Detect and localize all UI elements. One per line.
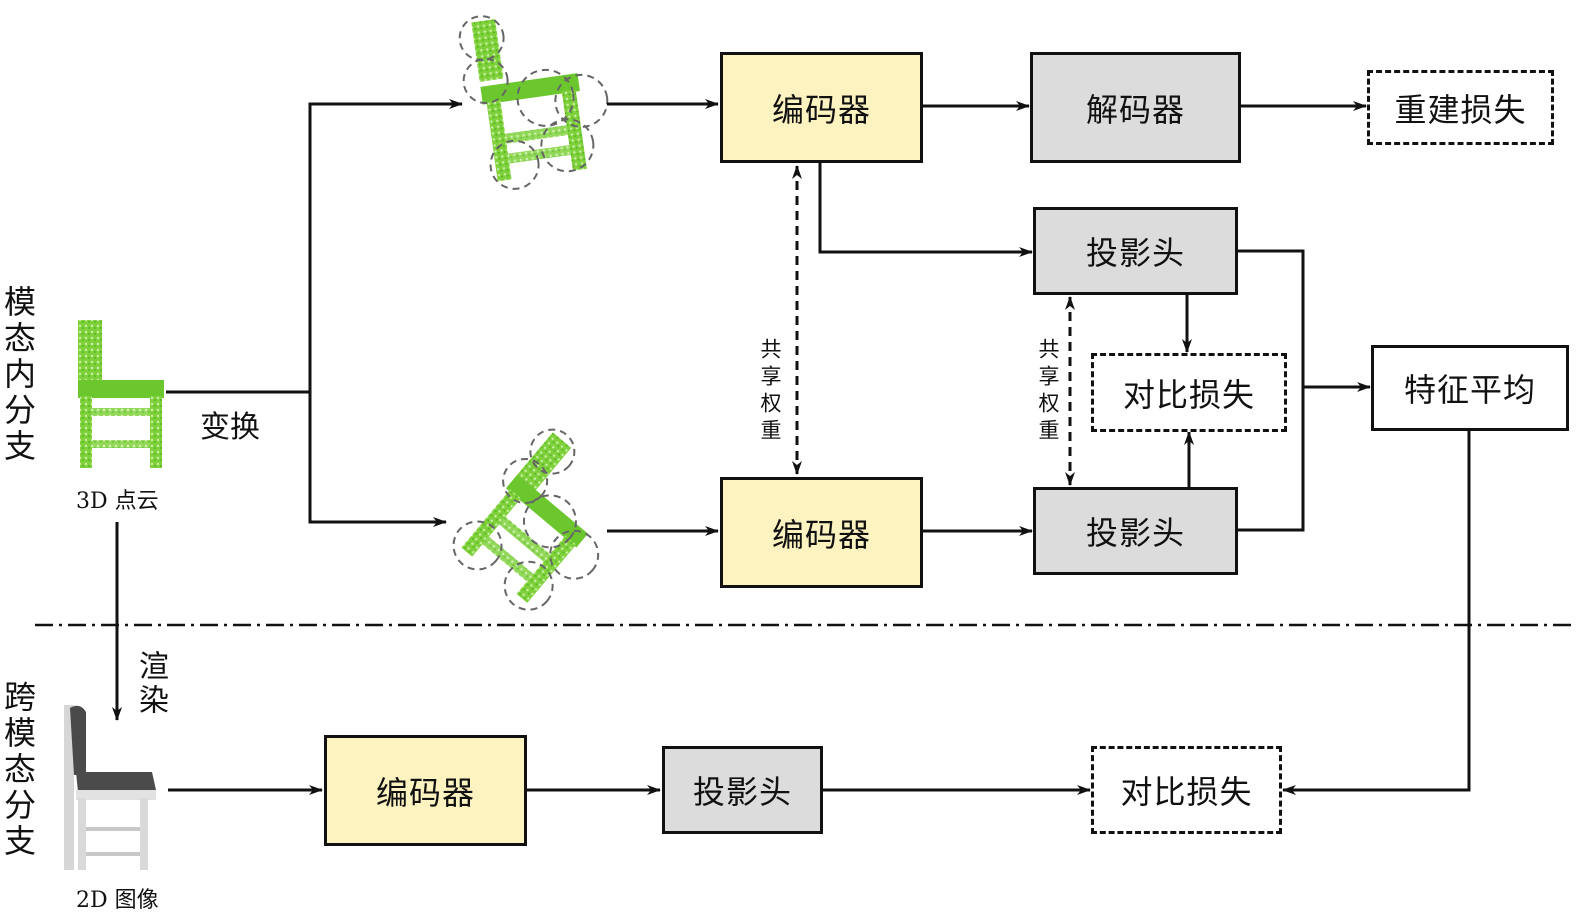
projection-head-top: 投影头	[1033, 207, 1238, 295]
edge-projection-top-bracket	[1237, 249, 1305, 532]
shared-weights-encoder-label: 共享权重	[758, 338, 782, 446]
augmented-point-cloud-top-icon	[458, 15, 609, 190]
augmented-point-cloud-bottom-icon	[452, 428, 600, 611]
image-caption: 2D 图像	[76, 888, 159, 913]
encoder-cross: 编码器	[324, 735, 527, 846]
reconstruction-loss: 重建损失	[1367, 70, 1554, 145]
edge-encoder-to-projection-top	[818, 162, 1033, 257]
contrastive-loss-intra: 对比损失	[1091, 353, 1287, 432]
point-cloud-chair-icon	[78, 320, 164, 468]
projection-head-cross: 投影头	[662, 746, 823, 834]
shared-weights-projection-label: 共享权重	[1036, 338, 1060, 446]
point-cloud-caption: 3D 点云	[76, 489, 159, 514]
contrastive-loss-cross: 对比损失	[1091, 746, 1282, 834]
transform-label: 变换	[200, 410, 260, 445]
cross-modal-branch-label: 跨模态分支	[0, 680, 37, 860]
encoder-bottom: 编码器	[720, 477, 923, 588]
projection-head-bottom: 投影头	[1033, 487, 1238, 575]
rendered-chair-image-icon	[64, 705, 156, 870]
encoder-top: 编码器	[720, 52, 923, 163]
edge-split-to-bottom-augment	[308, 392, 447, 527]
feature-average: 特征平均	[1371, 345, 1569, 431]
decoder: 解码器	[1030, 52, 1241, 163]
intra-modal-branch-label: 模态内分支	[0, 285, 37, 465]
render-label: 渲染	[133, 650, 168, 718]
edge-split-to-top-augment	[308, 99, 463, 392]
edge-feature-average-to-cross-loss	[1282, 430, 1471, 795]
